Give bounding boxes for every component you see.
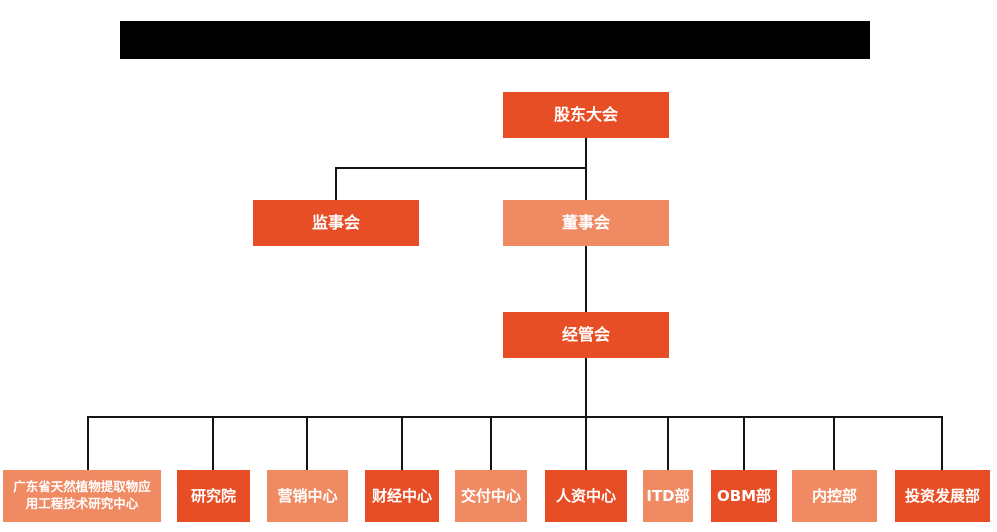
connector-line-dept2-drop	[212, 416, 214, 470]
connector-line-dept4-drop	[401, 416, 403, 470]
dept-node-investment-development: 投资发展部	[895, 470, 990, 522]
org-node-board-of-directors: 董事会	[503, 200, 669, 246]
connector-line-dept7-drop	[667, 416, 669, 470]
connector-line-dept9-drop	[833, 416, 835, 470]
connector-line-board-to-management	[585, 246, 587, 312]
org-node-management-committee: 经管会	[503, 312, 669, 358]
connector-line-supervisory-drop	[335, 167, 337, 200]
connector-line-level2-rail	[335, 167, 587, 169]
dept-node-guangdong-plant-extract-research-center: 广东省天然植物提取物应用工程技术研究中心	[3, 470, 161, 522]
connector-line-dept5-drop	[490, 416, 492, 470]
connector-line-dept1-drop	[87, 416, 89, 470]
org-node-shareholders-meeting: 股东大会	[503, 92, 669, 138]
dept-node-delivery-center: 交付中心	[455, 470, 527, 522]
dept-node-internal-control: 内控部	[792, 470, 877, 522]
dept-node-finance-center: 财经中心	[365, 470, 439, 522]
dept-node-itd: ITD部	[643, 470, 693, 522]
dept-node-research-institute: 研究院	[177, 470, 250, 522]
connector-line-dept10-drop	[941, 416, 943, 470]
dept-node-hr-center: 人资中心	[545, 470, 627, 522]
connector-line-dept3-drop	[306, 416, 308, 470]
connector-line-dept-rail	[87, 416, 943, 418]
dept-node-obm: OBM部	[711, 470, 777, 522]
org-node-supervisory-board: 监事会	[253, 200, 419, 246]
connector-line-management-drop	[585, 358, 587, 470]
connector-line-dept8-drop	[743, 416, 745, 470]
dept-node-marketing-center: 营销中心	[267, 470, 348, 522]
connector-line-root-drop	[585, 138, 587, 200]
redacted-title-bar	[120, 21, 870, 59]
